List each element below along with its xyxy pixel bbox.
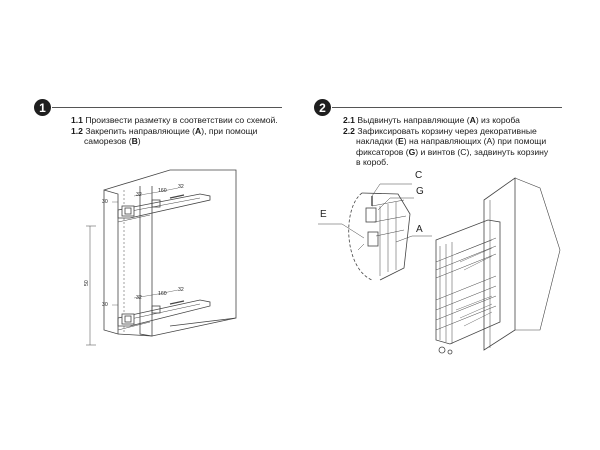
- dim-label: 30: [102, 199, 108, 205]
- dim-label: 160: [158, 188, 167, 194]
- dim-label: 50: [84, 280, 90, 286]
- instruction-line: накладки (E) на направляющих (A) при пом…: [356, 136, 547, 147]
- callout-labels: C G E A: [320, 170, 424, 235]
- callout-e: E: [320, 209, 327, 220]
- runner-upper: [117, 193, 211, 223]
- dim-label: 32: [136, 295, 142, 301]
- leader-g: [377, 197, 414, 211]
- dim-label: 160: [158, 291, 167, 297]
- instruction-line: 1.2 Закрепить направляющие (A), при помо…: [71, 125, 258, 136]
- step-2-number: 2: [319, 100, 326, 115]
- basket-install-drawing: [318, 177, 561, 355]
- dim-label: 30: [102, 302, 108, 308]
- step-2-instructions: 2.1 Выдвинуть направляющие (A) из короба…: [343, 115, 583, 168]
- step-2-rule: [332, 107, 562, 108]
- leader-c: [371, 183, 412, 197]
- instruction-line: саморезов (B): [84, 136, 141, 147]
- cabinet-bottom: [117, 317, 237, 337]
- step-1-rule: [52, 107, 282, 108]
- leader-e: [318, 223, 365, 239]
- dimension-labels: 30 32 160 32 30 32 160 32 50: [84, 184, 184, 308]
- step-1-badge: 1: [34, 99, 51, 116]
- detail-magnifier: [348, 192, 411, 281]
- step-1-number: 1: [39, 100, 46, 115]
- dim-label: 32: [178, 287, 184, 293]
- dim-label: 32: [178, 184, 184, 190]
- instruction-line: 2.2 Зафиксировать корзину через декорати…: [343, 125, 537, 136]
- step-2-badge: 2: [314, 99, 331, 116]
- instruction-line: 2.1 Выдвинуть направляющие (A) из короба: [343, 115, 520, 125]
- runner-lower: [117, 299, 211, 331]
- carcass-outline: [483, 177, 516, 351]
- cabinet-side-panel: [103, 189, 119, 335]
- callout-g: G: [416, 186, 424, 197]
- dim-label: 32: [136, 192, 142, 198]
- instruction-line: фиксаторов (G) и винтов (C), задвинуть к…: [356, 146, 549, 157]
- cabinet-mounting-drawing: [86, 169, 237, 346]
- cabinet-side-panel-inner: [139, 186, 153, 337]
- basket: [435, 219, 501, 355]
- leader-a: [395, 235, 432, 243]
- step-1-instructions: 1.1 Произвести разметку в соответствии с…: [71, 115, 301, 147]
- callout-c: C: [415, 170, 422, 181]
- cabinet-back-wall: [103, 169, 237, 327]
- instruction-line: 1.1 Произвести разметку в соответствии с…: [71, 115, 278, 125]
- callout-a: A: [416, 224, 423, 235]
- instruction-line: в короб.: [356, 157, 389, 168]
